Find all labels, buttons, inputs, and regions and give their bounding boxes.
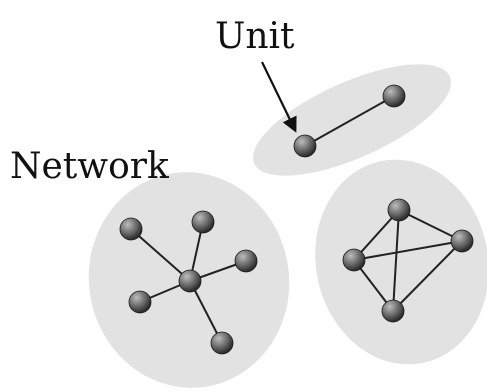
edge-t1-t4 — [392, 209, 400, 312]
unit-arrow — [261, 61, 297, 133]
node-c — [178, 269, 202, 293]
node-t3 — [342, 248, 366, 272]
node-s2 — [191, 210, 215, 234]
node-t4 — [381, 299, 405, 323]
edge-c-s5 — [189, 280, 223, 344]
node-s4 — [128, 290, 152, 314]
node-u1 — [293, 134, 317, 158]
node-t2 — [450, 229, 474, 253]
node-s1 — [119, 217, 143, 241]
edge-t1-t2 — [398, 209, 463, 242]
edge-u1-u2 — [304, 95, 395, 147]
unit-label: Unit — [215, 16, 295, 57]
tetrahedron-network-group — [315, 159, 487, 365]
node-u2 — [382, 84, 406, 108]
edge-c-s1 — [130, 228, 191, 282]
nodes-layer — [119, 84, 474, 355]
network-label: Network — [10, 146, 170, 187]
edge-t2-t3 — [353, 240, 463, 261]
node-s5 — [210, 331, 234, 355]
node-t1 — [387, 198, 411, 222]
edge-t2-t4 — [392, 240, 463, 312]
node-s3 — [234, 249, 258, 273]
